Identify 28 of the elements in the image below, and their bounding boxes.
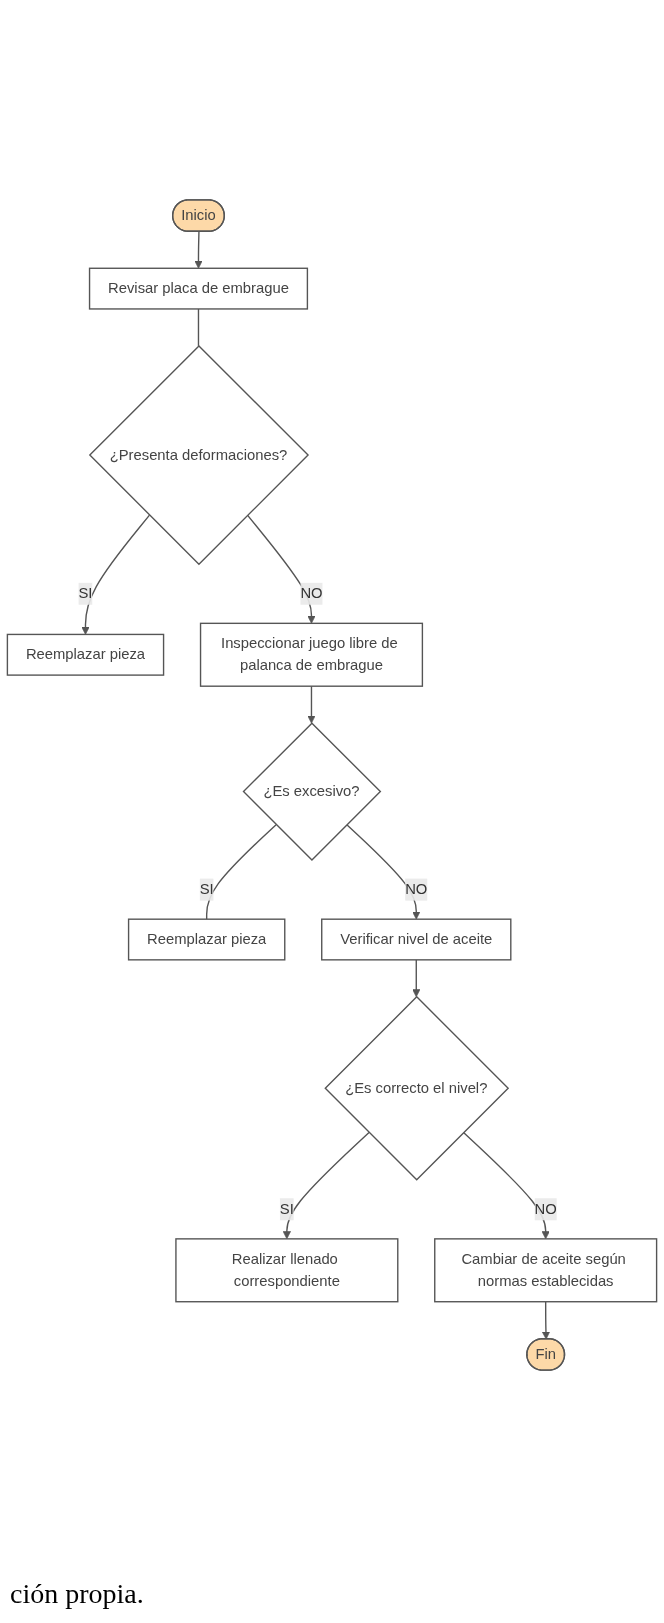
arrow (282, 1131, 370, 1240)
caption: ción propia. (10, 1578, 144, 1610)
node-box: Reemplazar pieza (127, 918, 286, 961)
arrow (541, 1301, 551, 1340)
arrow (307, 685, 316, 724)
node-box: Cambiar de aceite según normas establecidas (434, 1238, 658, 1303)
edge-label: NO (534, 1200, 557, 1217)
node-box: Inspeccionar juego libre de palanca de embrague (199, 622, 424, 687)
edge-label: NO (405, 881, 428, 897)
node-diamond: ¿Es correcto el nivel? (324, 995, 510, 1181)
node-diamond: ¿Presenta deformaciones? (88, 344, 310, 566)
connector (197, 308, 200, 347)
node-box: Verificar nivel de aceite (321, 918, 512, 961)
connector (205, 823, 277, 920)
arrow (81, 514, 151, 635)
arrow (462, 1131, 550, 1240)
node-box: Reemplazar pieza (6, 633, 165, 676)
arrow (346, 823, 421, 920)
edge-label: SI (78, 585, 93, 602)
node-diamond: ¿Es excesivo? (242, 722, 382, 861)
edge-label: SI (199, 881, 214, 897)
edge-label: NO (300, 585, 323, 602)
node-box: Revisar placa de embrague (88, 267, 309, 310)
arrow (246, 514, 316, 624)
arrow (412, 959, 421, 998)
arrow (194, 231, 203, 269)
node-box: Realizar llenado correspondiente (175, 1238, 399, 1303)
edge-label: SI (279, 1200, 294, 1217)
